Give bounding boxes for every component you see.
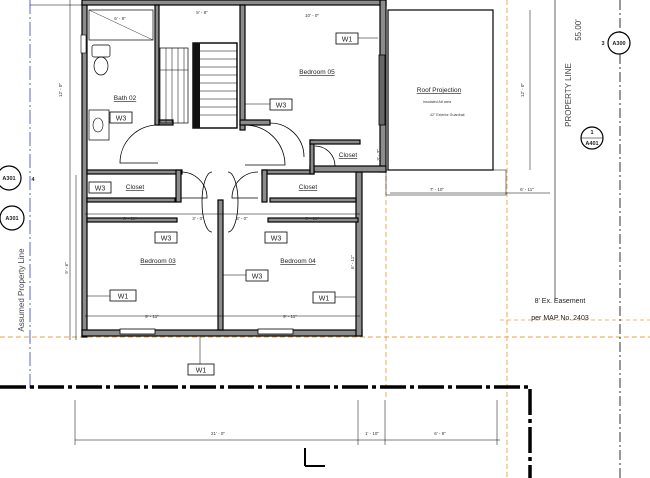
dimension-lines — [30, 0, 550, 467]
dim-text: 9' - 11" — [283, 314, 297, 319]
window-tag: W3 — [271, 236, 282, 243]
section-markers: A300 3 1 A401 A301 4 A301 — [0, 31, 631, 231]
note-roof: Insulated Att area — [423, 100, 451, 104]
bath-fixtures — [88, 9, 154, 141]
wall-windows — [80, 34, 386, 335]
section-mark-3: 3 — [601, 41, 604, 47]
door-closet-right — [231, 171, 259, 199]
dim-text: 9' - 11" — [145, 314, 159, 319]
property-line-dimension: 55.00' — [574, 19, 583, 41]
door-closet-bed05 — [314, 145, 336, 167]
door-bedroom04 — [227, 171, 239, 233]
stair — [159, 42, 238, 129]
roof-projection-area — [385, 9, 507, 196]
building-walls — [81, 0, 387, 338]
window-tag: W3 — [116, 116, 127, 123]
dim-text: 9' - 6" — [64, 262, 69, 274]
dim-text: 6' - 11" — [350, 255, 355, 269]
dim-text: 10' - 0" — [305, 13, 319, 18]
window-tag: W3 — [95, 186, 106, 193]
doors — [119, 122, 336, 233]
shower — [88, 9, 154, 41]
window-tag: W1 — [342, 37, 353, 44]
dim-text: 21' - 0" — [211, 431, 225, 436]
section-mark-4: 4 — [31, 177, 35, 183]
toilet-bowl — [93, 56, 109, 76]
room-label-bedroom05: Bedroom 05 — [299, 69, 335, 76]
dim-text: 6' - 9" — [434, 431, 446, 436]
dim-text: 7' - 10" — [430, 187, 444, 192]
section-mark-a401: A401 — [585, 141, 598, 147]
room-label-bath02: Bath 02 — [114, 95, 137, 102]
note-map-ref: per MAP No. 2403 — [531, 315, 589, 322]
sink — [92, 117, 104, 133]
dim-text: 1' - 10" — [365, 431, 379, 436]
window-tag: W1 — [118, 294, 129, 301]
dim-text: 12' - 0" — [520, 83, 525, 97]
section-mark-1: 1 — [590, 130, 593, 136]
door-bath — [119, 124, 159, 164]
dim-text: 5' - 8" — [196, 10, 208, 15]
dimension-labels: 6' - 8" 5' - 8" 10' - 0" 12' - 0" 9' - 6… — [58, 10, 534, 436]
room-label-closet-bed05: Closet — [339, 152, 358, 159]
property-line-label: PROPERTY LINE — [564, 63, 573, 127]
toilet-tank — [91, 44, 111, 58]
door-closet-left — [180, 171, 208, 199]
property-boundary — [0, 385, 532, 478]
dim-text: 6' - 11" — [305, 216, 319, 221]
section-mark-a300: A300 — [612, 41, 625, 47]
dim-text: 3' - 3" — [376, 149, 381, 161]
dim-text: 3' - 0" — [192, 216, 204, 221]
window-tags: W1 W3 W3 W3 W3 W3 W3 W1 W1 W1 — [87, 32, 378, 376]
window-tag: W3 — [276, 103, 287, 110]
room-label-closet-right: Closet — [299, 184, 318, 191]
dim-text: 3' - 0" — [236, 216, 248, 221]
door-bedroom05-b — [269, 122, 305, 158]
door-bedroom05 — [244, 124, 286, 166]
section-mark-a301-upper: A301 — [2, 176, 15, 182]
room-label-closet-left: Closet — [126, 184, 145, 191]
dim-text: 6' - 11" — [123, 216, 137, 221]
window-tag: W1 — [196, 368, 207, 375]
note-guardrail: 42" Exterior Guardrail — [430, 113, 465, 117]
dim-text: 12' - 0" — [58, 83, 63, 97]
dim-text: 6' - 11" — [520, 187, 534, 192]
window-tag: W3 — [161, 236, 172, 243]
vanity — [88, 109, 110, 141]
section-mark-a301-lower: A301 — [5, 216, 18, 222]
room-label-bedroom04: Bedroom 04 — [280, 258, 316, 265]
room-label-roof-projection: Roof Projection — [417, 87, 462, 94]
note-easement: 8' Ex. Easement — [535, 298, 586, 305]
dim-text: 6' - 8" — [114, 16, 126, 21]
assumed-property-line-label: Assumed Property Line — [17, 248, 26, 332]
room-label-bedroom03: Bedroom 03 — [140, 258, 176, 265]
window-tag: W1 — [319, 296, 330, 303]
door-bedroom03 — [201, 171, 213, 233]
window-tag: W3 — [252, 274, 263, 281]
